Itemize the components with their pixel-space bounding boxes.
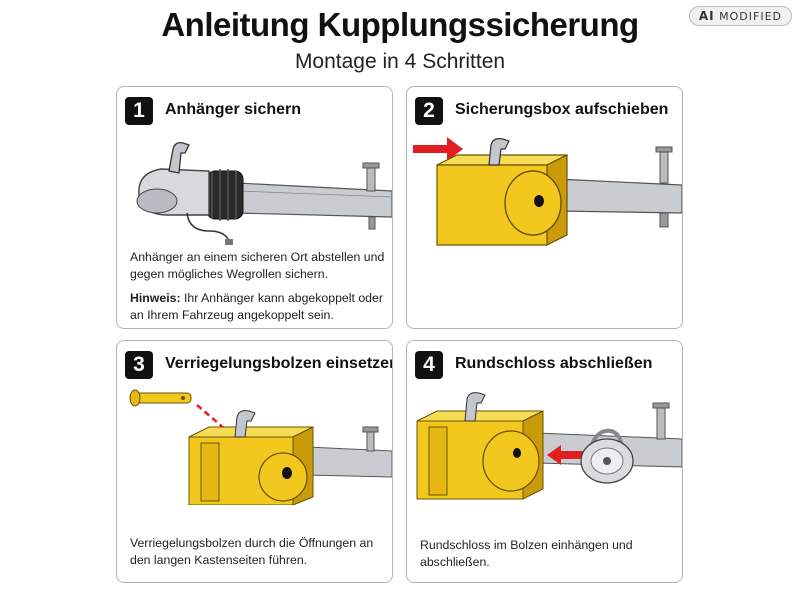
step-heading-4: Rundschloss abschließen [455,355,653,372]
disc-lock-illustration [416,392,682,500]
step-number-1: 1 [125,97,153,125]
box-slide-illustration [413,137,682,246]
note-label: Hinweis: [130,291,181,305]
step-heading-3: Verriegelungsbolzen einsetzen [165,355,393,372]
step-number-2: 2 [415,97,443,125]
step-text-3: Verriegelungsbolzen durch die Öffnungen … [130,536,374,567]
bolt-insert-illustration [129,389,392,505]
step-heading-2: Sicherungsbox aufschieben [455,101,669,118]
step-note-1: Hinweis: Ihr Anhänger kann abgekoppelt o… [130,290,385,324]
badge-ai: AI [698,9,715,23]
step-number-3: 3 [125,351,153,379]
note-text: Ihr Anhänger kann abgekoppelt oder an Ih… [130,291,383,322]
step-number-4: 4 [415,351,443,379]
step-text-1: Anhänger an einem sicheren Ort abstellen… [130,250,385,281]
badge-label: MODIFIED [719,10,782,23]
ai-modified-badge: AI MODIFIED [688,6,792,26]
step-card-4: 4 Rundschloss abschließen Rundschloss im… [406,340,683,583]
step-card-1: 1 Anhänger sichern Anhänger an einem sic… [116,86,393,329]
page-title: Anleitung Kupplungssicherung [161,6,639,43]
step-heading-1: Anhänger sichern [165,101,302,118]
step-text-4: Rundschloss im Bolzen einhängen und absc… [420,538,633,569]
page-subtitle: Montage in 4 Schritten [294,50,506,73]
coupling-illustration [136,141,392,245]
step-card-2: 2 Sicherungsbox aufschieben [406,86,683,329]
step-card-3: 3 Verriegelungsbolzen einsetzen Verriege… [116,340,393,583]
